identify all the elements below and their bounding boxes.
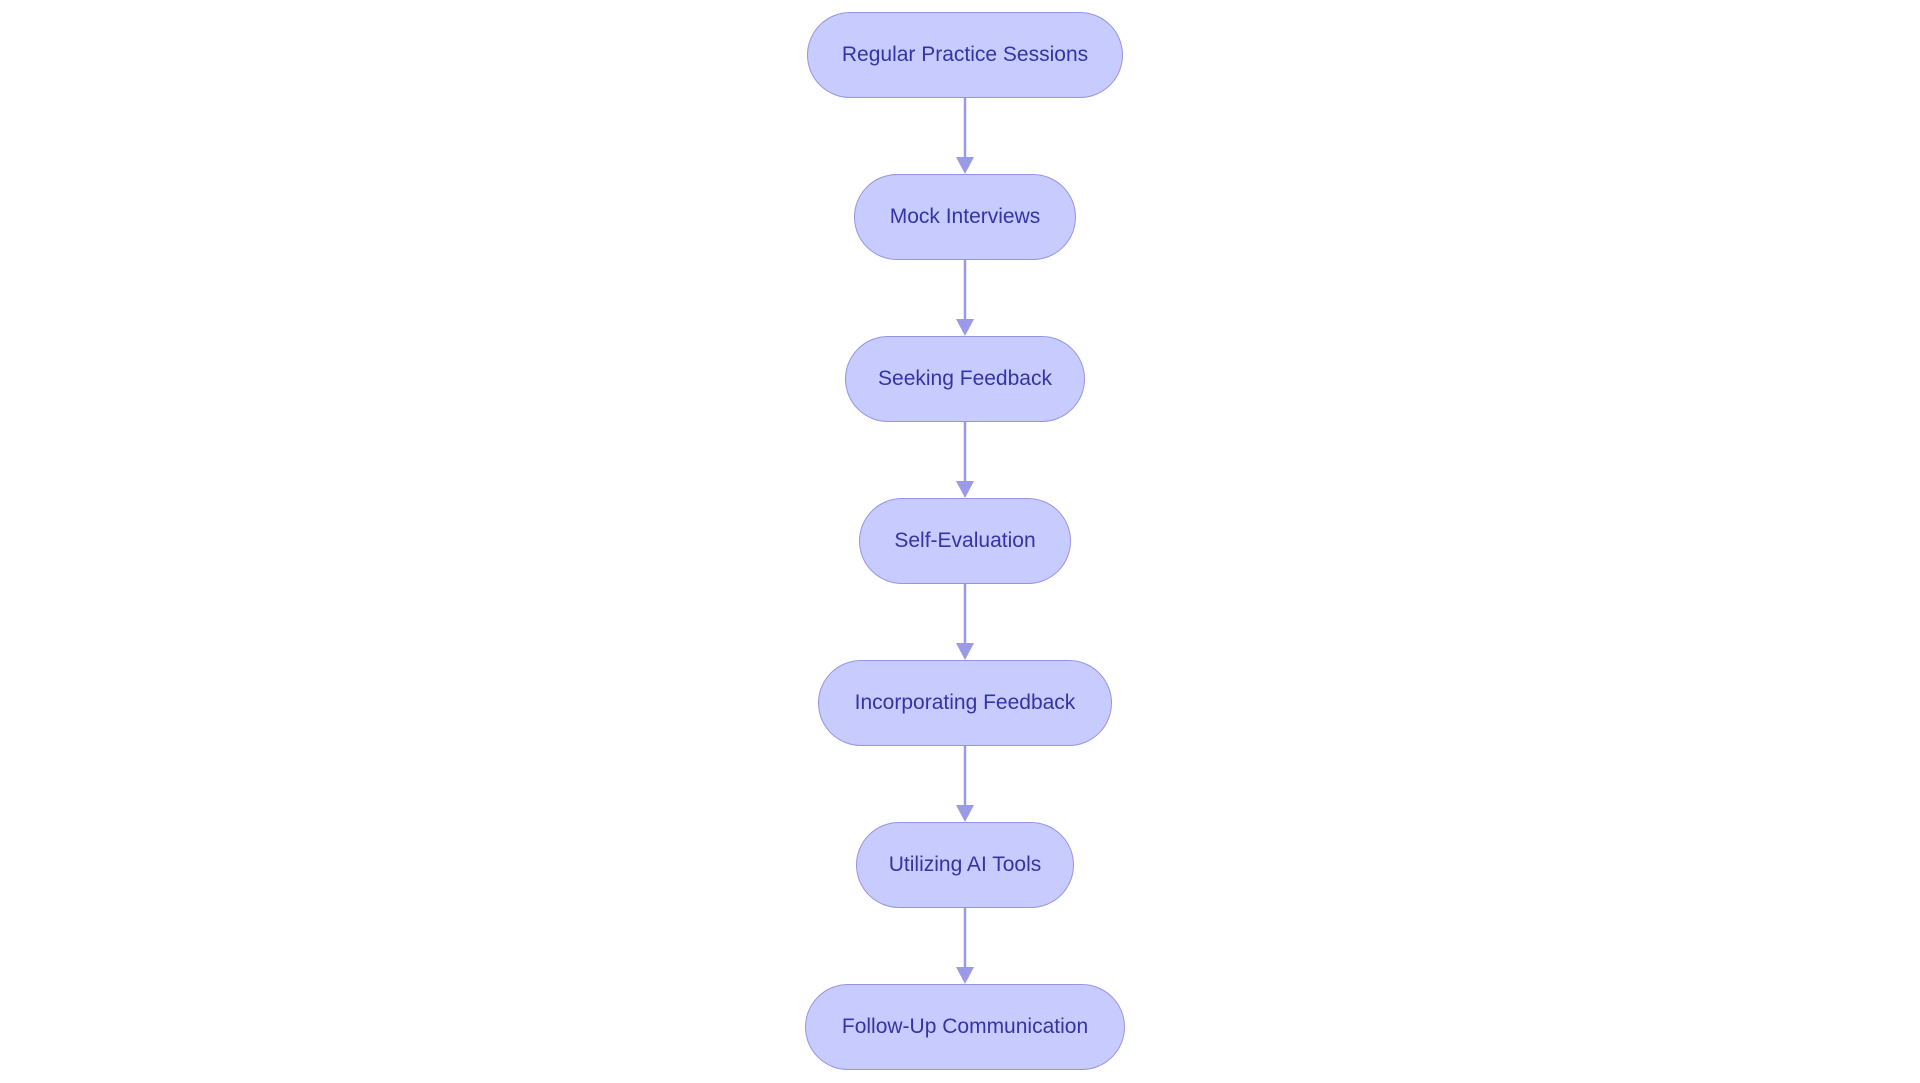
edge xyxy=(956,98,974,174)
node-mock-interviews: Mock Interviews xyxy=(854,174,1076,260)
arrowhead xyxy=(956,805,974,822)
arrowhead xyxy=(956,481,974,498)
node-seeking-feedback: Seeking Feedback xyxy=(845,336,1085,422)
node-regular-practice-sessions: Regular Practice Sessions xyxy=(807,12,1123,98)
arrowhead xyxy=(956,967,974,984)
node-follow-up-communication: Follow-Up Communication xyxy=(805,984,1125,1070)
arrowhead xyxy=(956,157,974,174)
edge xyxy=(956,746,974,822)
arrowhead xyxy=(956,643,974,660)
edge xyxy=(956,422,974,498)
node-incorporating-feedback: Incorporating Feedback xyxy=(818,660,1112,746)
edge xyxy=(956,260,974,336)
edge xyxy=(956,584,974,660)
node-utilizing-ai-tools: Utilizing AI Tools xyxy=(856,822,1074,908)
node-self-evaluation: Self-Evaluation xyxy=(859,498,1071,584)
edge xyxy=(956,908,974,984)
arrowhead xyxy=(956,319,974,336)
